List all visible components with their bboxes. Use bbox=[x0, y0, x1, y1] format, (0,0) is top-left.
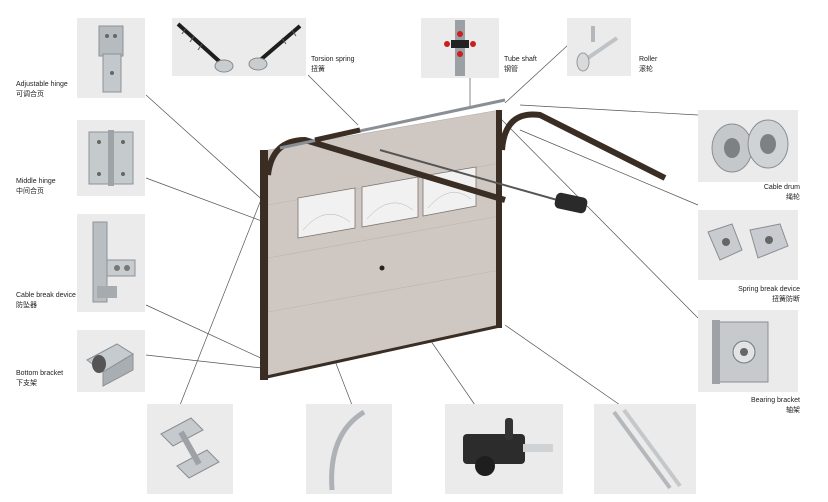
torsion-spring-line bbox=[314, 127, 361, 143]
cable-drum-en: Cable drum bbox=[763, 184, 800, 191]
middle-hinge-en: Middle hinge bbox=[16, 178, 56, 185]
cable-break-device-thumb bbox=[77, 214, 145, 312]
curved-track-thumb bbox=[306, 404, 392, 494]
door-lock-icon bbox=[463, 418, 553, 476]
tube-shaft-label: Tube shaft 钢管 bbox=[504, 55, 537, 75]
strut-rail-icon bbox=[612, 408, 682, 490]
torsion-spring-icon bbox=[176, 22, 302, 73]
cable-drum-label: Cable drum 绳轮 bbox=[740, 183, 800, 203]
adjustable-hinge-icon bbox=[98, 25, 124, 93]
adjustable-hinge-en: Adjustable hinge bbox=[16, 81, 68, 88]
bearing-bracket-label: Bearing bracket 轴架 bbox=[740, 396, 800, 416]
cable-break-device-label: Cable break device 防坠器 bbox=[16, 291, 76, 311]
bottom-bracket-icon bbox=[86, 343, 134, 387]
tube-shaft-zh: 钢管 bbox=[504, 66, 518, 73]
roller-label: Roller 滚轮 bbox=[639, 55, 657, 75]
bottom-bracket-zh: 下支架 bbox=[16, 380, 37, 387]
torsion-spring-en: Torsion spring bbox=[311, 56, 355, 63]
cable-break-device-zh: 防坠器 bbox=[16, 302, 37, 309]
torsion-spring-label: Torsion spring 扭簧 bbox=[311, 55, 355, 75]
cable-drum-icon bbox=[711, 119, 789, 173]
middle-hinge-label: Middle hinge 中间合页 bbox=[16, 177, 56, 197]
cable-break-device-en: Cable break device bbox=[16, 292, 76, 299]
bearing-bracket-thumb bbox=[698, 310, 798, 392]
middle-hinge-icon bbox=[88, 130, 134, 186]
spring-break-device-en: Spring break device bbox=[738, 286, 800, 293]
roller-zh: 滚轮 bbox=[639, 66, 653, 73]
strut-rail-thumb bbox=[594, 404, 696, 494]
middle-hinge-thumb bbox=[77, 120, 145, 196]
bearing-bracket-en: Bearing bracket bbox=[750, 397, 800, 404]
adjustable-hinge-zh: 可调合页 bbox=[16, 91, 44, 98]
left-track bbox=[260, 150, 268, 380]
adjustable-hinge-label: Adjustable hinge 可调合页 bbox=[16, 80, 68, 100]
end-hinge-icon bbox=[160, 417, 220, 479]
tube-shaft-icon bbox=[444, 20, 476, 76]
door-windows bbox=[297, 166, 477, 239]
middle-hinge-zh: 中间合页 bbox=[16, 188, 44, 195]
spring-break-device-zh: 扭簧防断 bbox=[772, 296, 800, 303]
cable-drum-thumb bbox=[698, 110, 798, 182]
spring-break-device-thumb bbox=[698, 210, 798, 280]
opener-motor bbox=[554, 192, 588, 214]
tube-shaft-en: Tube shaft bbox=[504, 56, 537, 63]
cable-break-device-icon bbox=[92, 221, 136, 303]
bearing-bracket-zh: 轴架 bbox=[786, 407, 800, 414]
tube-shaft-thumb bbox=[421, 18, 499, 78]
right-track bbox=[496, 110, 502, 328]
opener-rail bbox=[379, 149, 576, 206]
spring-break-device-icon bbox=[707, 223, 789, 261]
adjustable-hinge-thumb bbox=[77, 18, 145, 98]
bottom-bracket-thumb bbox=[77, 330, 145, 392]
roller-thumb bbox=[567, 18, 631, 76]
door-lock-thumb bbox=[445, 404, 563, 494]
curved-track-icon bbox=[329, 409, 366, 491]
torsion-spring-zh: 扭簧 bbox=[311, 66, 325, 73]
cable-drum-zh: 绳轮 bbox=[786, 194, 800, 201]
bearing-bracket-icon bbox=[712, 320, 769, 384]
right-horizontal-track bbox=[499, 111, 667, 181]
roller-en: Roller bbox=[639, 56, 658, 63]
spring-break-device-label: Spring break device 扭簧防断 bbox=[710, 285, 800, 305]
end-hinge-thumb bbox=[147, 404, 233, 494]
bottom-bracket-en: Bottom bracket bbox=[16, 370, 64, 377]
torsion-spring-thumb bbox=[172, 18, 306, 76]
roller-icon bbox=[576, 26, 619, 72]
bottom-bracket-label: Bottom bracket 下支架 bbox=[16, 369, 63, 389]
